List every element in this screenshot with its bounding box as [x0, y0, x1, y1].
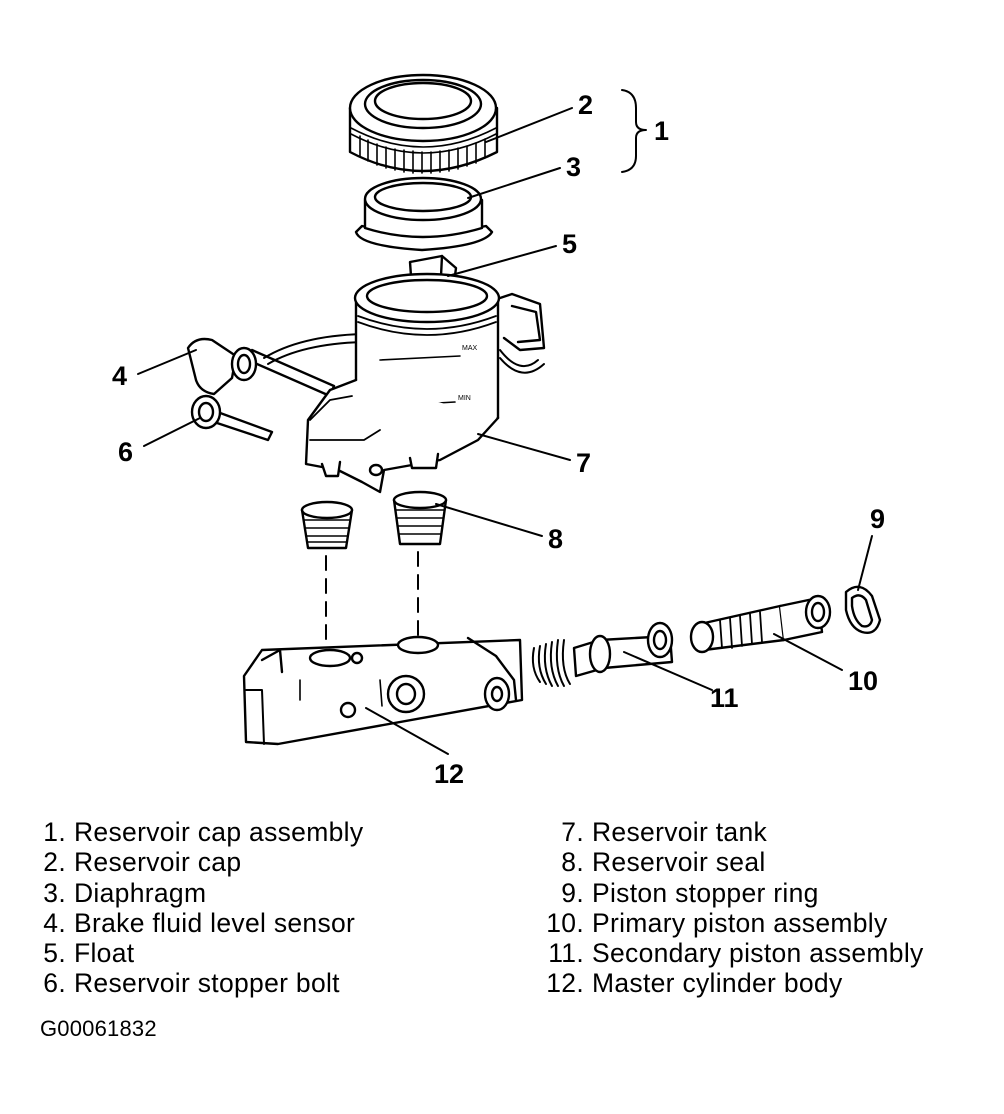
legend-number: 6.	[43, 968, 66, 999]
callout-5: 5	[562, 229, 577, 259]
legend-label: Reservoir stopper bolt	[74, 968, 340, 999]
legend-number: 12.	[546, 968, 584, 999]
callout-8: 8	[548, 524, 563, 554]
legend-number: 4.	[43, 907, 66, 938]
legend-number: 7.	[561, 817, 584, 847]
diaphragm	[354, 176, 494, 252]
cap-assembly-bracket	[621, 89, 647, 173]
reservoir-seal	[300, 490, 448, 550]
legend-number: 2.	[43, 847, 66, 878]
master-cylinder-body	[242, 635, 524, 746]
legend-item: 9. Piston stopper ring	[532, 878, 924, 908]
callout-10: 10	[848, 666, 878, 696]
legend-item: 4. Brake fluid level sensor	[26, 908, 363, 938]
legend-label: Reservoir cap	[74, 847, 242, 878]
legend-label: Reservoir seal	[592, 847, 766, 878]
brake-fluid-level-sensor	[186, 333, 363, 398]
figure-id: G00061832	[40, 1016, 157, 1041]
legend-number: 11.	[548, 938, 584, 969]
reservoir-tank: MAX MIN	[304, 272, 546, 494]
legend-item: 11. Secondary piston assembly	[532, 938, 924, 968]
callout-12: 12	[434, 759, 464, 789]
callout-4: 4	[112, 361, 127, 391]
legend-label: Float	[74, 938, 135, 969]
legend-label: Reservoir tank	[592, 817, 768, 847]
max-mark: MAX	[462, 345, 478, 352]
legend-label: Master cylinder body	[592, 968, 843, 999]
legend-label: Secondary piston assembly	[592, 938, 924, 969]
legend-number: 5.	[43, 938, 66, 969]
legend-label: Primary piston assembly	[592, 907, 888, 938]
min-mark: MIN	[458, 395, 471, 402]
legend-item: 12. Master cylinder body	[532, 968, 924, 998]
primary-piston-assembly	[689, 594, 832, 654]
legend-number: 9.	[561, 877, 584, 908]
callout-7: 7	[576, 448, 591, 478]
legend-label: Diaphragm	[74, 877, 207, 908]
piston-stopper-ring	[844, 585, 882, 634]
legend-left-column: 1. Reservoir cap assembly 2. Reservoir cap…	[26, 817, 363, 999]
callout-11: 11	[710, 683, 739, 713]
callout-1: 1	[654, 116, 669, 146]
secondary-piston-assembly	[531, 621, 674, 687]
reservoir-stopper-bolt	[190, 394, 274, 442]
legend-item: 10. Primary piston assembly	[532, 908, 924, 938]
legend-number: 1.	[43, 817, 66, 847]
legend-number: 3.	[43, 877, 66, 908]
alignment-lines	[325, 551, 419, 649]
legend-label: Reservoir cap assembly	[74, 817, 364, 847]
legend-number: 8.	[561, 847, 584, 878]
leader-lines	[137, 107, 873, 755]
legend-item: 6. Reservoir stopper bolt	[26, 968, 363, 998]
legend-item: 3. Diaphragm	[26, 878, 363, 908]
reservoir-cap	[348, 73, 499, 174]
callout-2: 2	[578, 90, 593, 120]
legend-right-column: 7. Reservoir tank 8. Reservoir seal 9. Pist…	[532, 817, 924, 999]
callout-9: 9	[870, 504, 885, 534]
exploded-view-diagram: MAX MIN	[112, 73, 885, 789]
legend-item: 7. Reservoir tank	[532, 817, 924, 847]
legend-label: Piston stopper ring	[592, 877, 819, 908]
legend-item: 5. Float	[26, 938, 363, 968]
legend-item: 2. Reservoir cap	[26, 847, 363, 877]
callout-3: 3	[566, 152, 581, 182]
legend-number: 10.	[546, 907, 584, 938]
callout-6: 6	[118, 437, 133, 467]
legend-label: Brake fluid level sensor	[74, 907, 356, 938]
legend-item: 8. Reservoir seal	[532, 847, 924, 877]
legend-item: 1. Reservoir cap assembly	[26, 817, 363, 847]
